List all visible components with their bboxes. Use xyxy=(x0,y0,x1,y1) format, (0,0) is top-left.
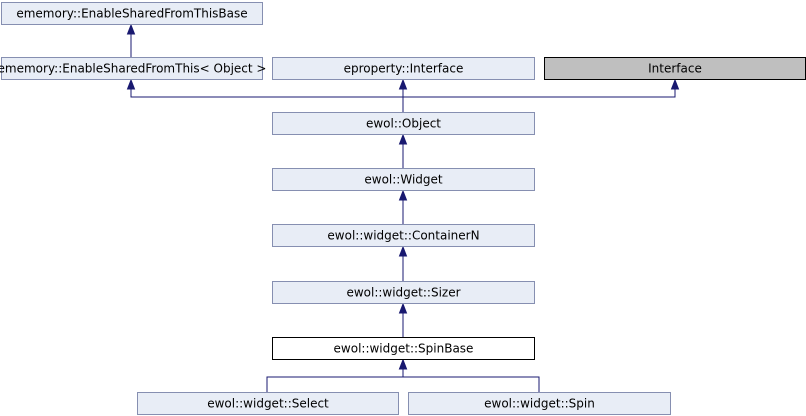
edge-sizer-to-containern xyxy=(398,245,408,281)
node-box xyxy=(272,337,535,360)
arrowhead-icon xyxy=(398,302,408,314)
node-box xyxy=(408,392,671,415)
edge-line xyxy=(402,80,676,112)
node-widget[interactable]: ewol::Widget xyxy=(272,168,535,191)
node-box xyxy=(272,168,535,191)
edge-esft-to-esb xyxy=(126,23,136,57)
arrowhead-icon xyxy=(398,133,408,145)
node-esft[interactable]: ememory::EnableSharedFromThis< Object > xyxy=(0,57,266,80)
arrowhead-icon xyxy=(398,189,408,201)
node-iface[interactable]: Interface xyxy=(544,57,806,80)
arrowhead-icon xyxy=(126,23,136,35)
node-spin[interactable]: ewol::widget::Spin xyxy=(408,392,671,415)
arrowhead-icon xyxy=(126,78,136,90)
node-spinbase: ewol::widget::SpinBase xyxy=(272,337,535,360)
node-box xyxy=(1,2,263,25)
node-box xyxy=(272,281,535,304)
node-epi[interactable]: eproperty::Interface xyxy=(272,57,535,80)
edge-spinbase-to-sizer xyxy=(398,302,408,337)
node-label: ewol::Object xyxy=(366,117,441,131)
node-obj[interactable]: ewol::Object xyxy=(272,112,535,135)
node-label: ewol::Widget xyxy=(364,173,443,187)
arrowhead-icon xyxy=(398,245,408,257)
node-label: ememory::EnableSharedFromThisBase xyxy=(16,7,247,21)
node-label: ewol::widget::Sizer xyxy=(346,286,460,300)
node-label: ewol::widget::Spin xyxy=(484,397,595,411)
arrowhead-icon xyxy=(398,78,408,90)
edge-select-to-spinbase xyxy=(266,358,408,392)
node-label: ewol::widget::Select xyxy=(207,397,329,411)
node-label: eproperty::Interface xyxy=(344,62,464,76)
node-label: ewol::widget::SpinBase xyxy=(334,342,474,356)
node-box xyxy=(272,112,535,135)
node-containern[interactable]: ewol::widget::ContainerN xyxy=(272,224,535,247)
edge-line xyxy=(402,360,540,392)
arrowhead-icon xyxy=(398,358,408,370)
node-box xyxy=(1,57,263,80)
node-label: Interface xyxy=(648,62,702,76)
edges-layer xyxy=(126,23,680,392)
edge-obj-to-iface xyxy=(402,78,680,112)
edge-widget-to-obj xyxy=(398,133,408,168)
edge-line xyxy=(266,360,404,392)
arrowhead-icon xyxy=(670,78,680,90)
node-box xyxy=(137,392,399,415)
node-sizer[interactable]: ewol::widget::Sizer xyxy=(272,281,535,304)
edge-spin-to-spinbase xyxy=(398,358,540,392)
edge-containern-to-widget xyxy=(398,189,408,224)
node-esb[interactable]: ememory::EnableSharedFromThisBase xyxy=(1,2,263,25)
node-label: ememory::EnableSharedFromThis< Object > xyxy=(0,62,266,76)
node-select[interactable]: ewol::widget::Select xyxy=(137,392,399,415)
node-box xyxy=(272,224,535,247)
edge-line xyxy=(130,80,404,112)
node-box xyxy=(272,57,535,80)
edge-obj-to-esft xyxy=(126,78,404,112)
node-label: ewol::widget::ContainerN xyxy=(327,229,479,243)
